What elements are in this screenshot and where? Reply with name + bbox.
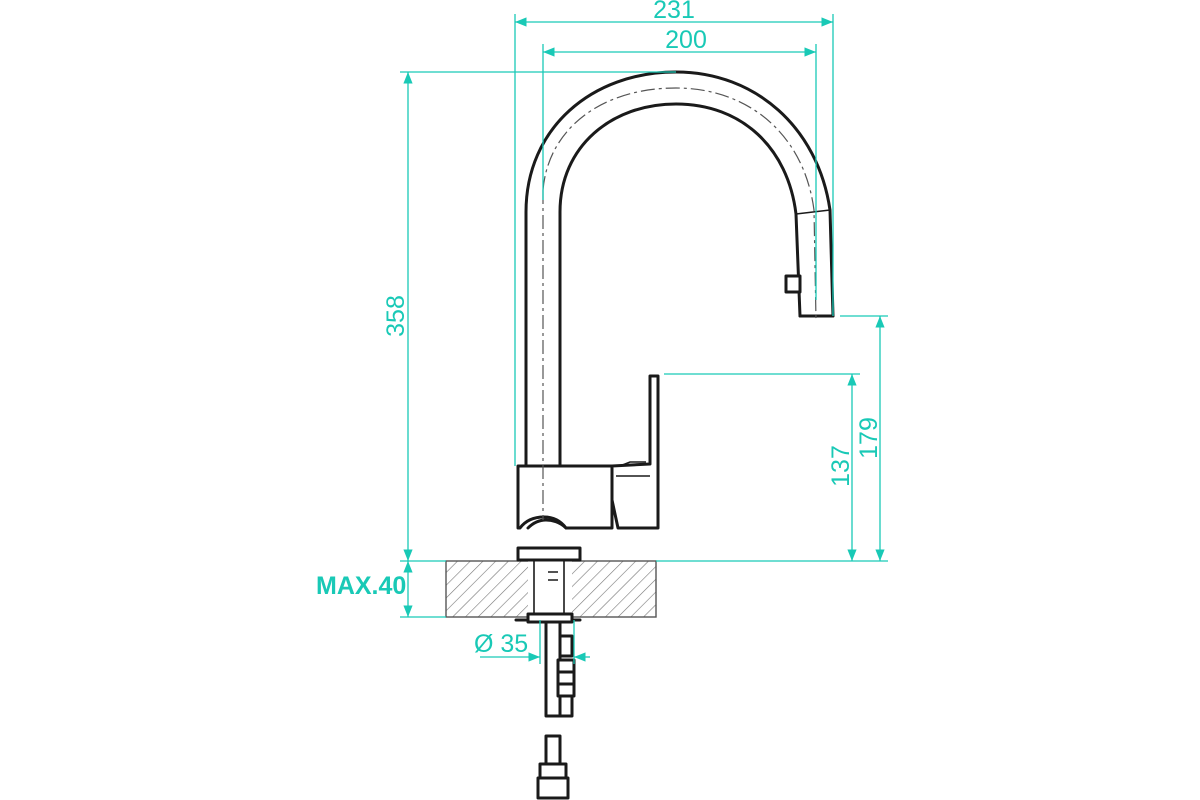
dim-spout-reach: 200 — [542, 26, 817, 300]
lever-detail — [616, 461, 650, 477]
spout-inner-edge — [558, 102, 802, 468]
dim-deck-thickness: MAX.40 — [316, 561, 446, 618]
body-neck — [526, 518, 568, 530]
dim-outlet-height-label: 179 — [855, 417, 883, 459]
dim-lever-height: 137 — [664, 373, 860, 561]
dim-overall-width: 231 — [514, 0, 834, 466]
dim-overall-width-label: 231 — [653, 0, 695, 24]
faucet-outline — [514, 70, 835, 800]
hose-connector — [556, 658, 576, 698]
dim-total-height: 358 — [382, 71, 676, 562]
dim-lever-height-label: 137 — [827, 445, 855, 487]
faucet-body — [516, 464, 614, 530]
spray-head-joint — [795, 209, 831, 215]
dim-hole-diameter-label: Ø 35 — [474, 630, 528, 658]
hose-end-fitting — [544, 734, 562, 766]
dim-deck-thickness-label: MAX.40 — [316, 572, 406, 600]
hose-fitting — [558, 634, 574, 658]
shank-thread — [548, 571, 558, 581]
faucet-lever — [610, 374, 660, 530]
shank-nut-body — [526, 612, 574, 624]
hose-connector-bands — [556, 670, 576, 686]
base-flange — [516, 546, 582, 562]
dim-outlet-height: 179 — [656, 315, 888, 562]
hose-end-nut — [536, 776, 570, 800]
spout-outer-edge — [524, 70, 835, 468]
spray-head-button — [784, 274, 802, 294]
supply-hose-right — [558, 694, 574, 718]
hose-end-collar — [538, 762, 568, 780]
spout-arc-centerline — [542, 87, 817, 321]
dim-spout-reach-label: 200 — [665, 26, 707, 54]
dim-total-height-label: 358 — [382, 295, 410, 337]
dim-hole-diameter: Ø 35 — [474, 620, 590, 664]
